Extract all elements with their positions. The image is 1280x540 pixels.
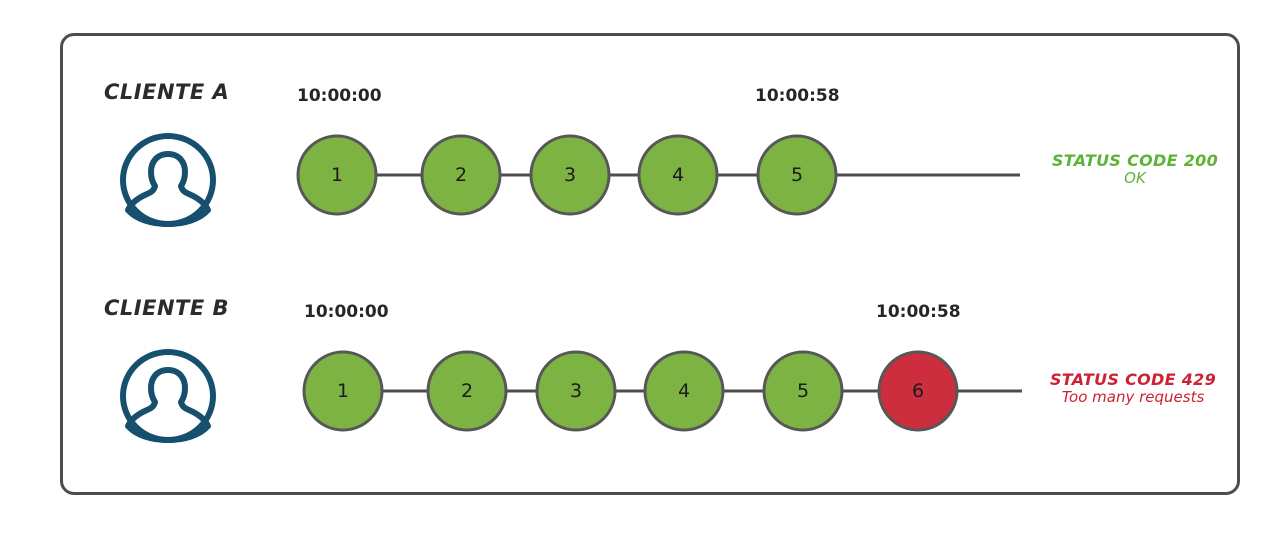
request-chain-a: 1 2 3 4 5 xyxy=(296,134,1020,216)
client-label-b: CLIENTE B xyxy=(104,296,230,320)
timestamp-start-a: 10:00:00 xyxy=(297,86,382,106)
diagram-frame xyxy=(60,33,1240,495)
request-node-label: 1 xyxy=(337,380,349,402)
request-node[interactable]: 3 xyxy=(529,134,611,216)
request-node[interactable]: 4 xyxy=(637,134,719,216)
request-node[interactable]: 4 xyxy=(643,350,725,432)
timestamp-start-b: 10:00:00 xyxy=(304,302,389,322)
request-node-label: 2 xyxy=(455,164,467,186)
status-code-b: STATUS CODE 429 xyxy=(1049,370,1217,389)
request-node[interactable]: 1 xyxy=(296,134,378,216)
status-message-a: STATUS CODE 200 OK xyxy=(1020,151,1250,188)
timestamp-end-a: 10:00:58 xyxy=(755,86,840,106)
request-node-label: 4 xyxy=(678,380,690,402)
client-label-a: CLIENTE A xyxy=(104,80,230,104)
request-node[interactable]: 5 xyxy=(756,134,838,216)
request-node[interactable]: 3 xyxy=(535,350,617,432)
user-avatar-icon xyxy=(118,132,218,228)
status-code-a: STATUS CODE 200 xyxy=(1051,151,1219,170)
request-node[interactable]: 1 xyxy=(302,350,384,432)
request-node[interactable]: 2 xyxy=(420,134,502,216)
request-node[interactable]: 2 xyxy=(426,350,508,432)
request-node-label: 2 xyxy=(461,380,473,402)
request-node-label: 5 xyxy=(797,380,809,402)
request-node-label: 5 xyxy=(791,164,803,186)
request-node-label: 3 xyxy=(570,380,582,402)
request-node-label: 3 xyxy=(564,164,576,186)
request-chain-b: 1 2 3 4 5 6 xyxy=(302,350,1022,432)
status-detail-b: Too many requests xyxy=(1061,388,1205,407)
request-node[interactable]: 5 xyxy=(762,350,844,432)
user-avatar-icon xyxy=(118,348,218,444)
status-message-b: STATUS CODE 429 Too many requests xyxy=(1018,370,1248,407)
request-node-label: 6 xyxy=(912,380,924,402)
request-node-label: 1 xyxy=(331,164,343,186)
timestamp-end-b: 10:00:58 xyxy=(876,302,961,322)
status-detail-a: OK xyxy=(1124,169,1146,188)
request-node-blocked[interactable]: 6 xyxy=(877,350,959,432)
request-node-label: 4 xyxy=(672,164,684,186)
